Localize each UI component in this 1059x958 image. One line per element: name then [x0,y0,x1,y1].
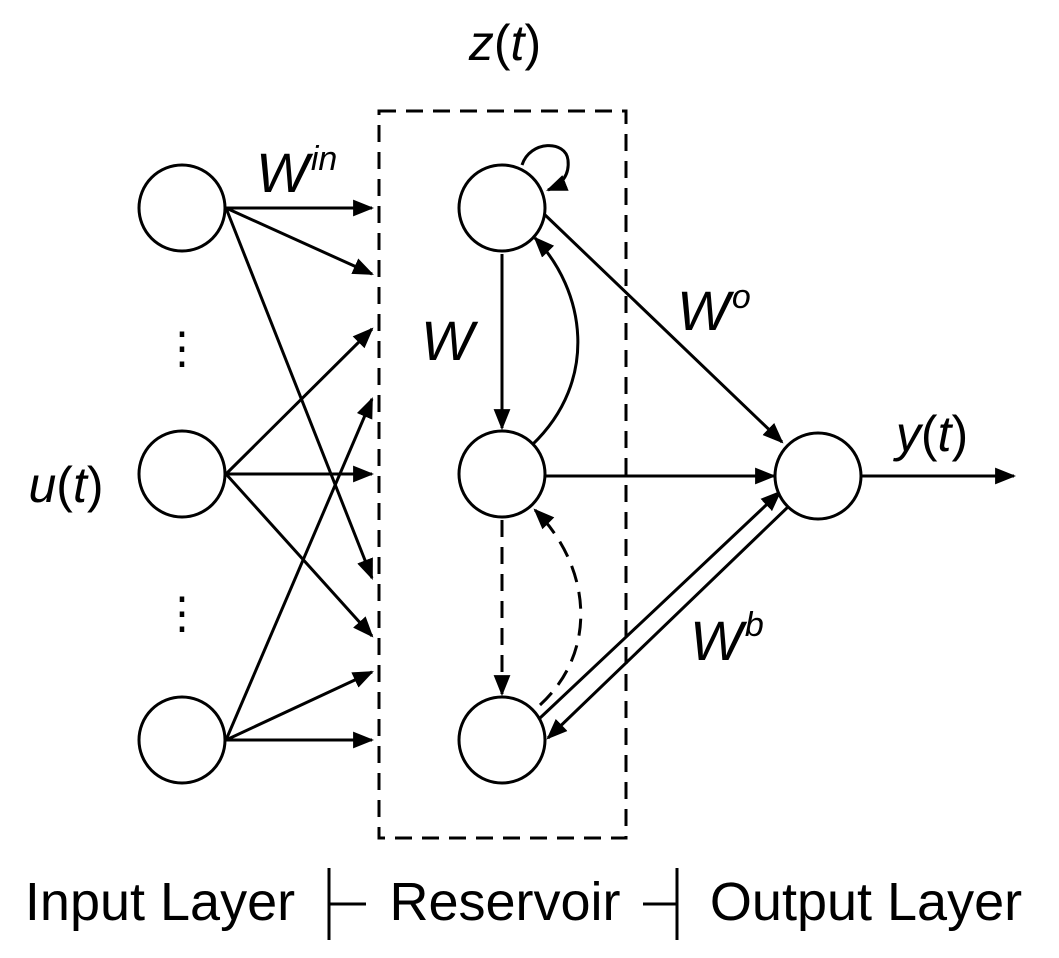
reservoir-weights-label: W [421,309,479,372]
input-edge [225,206,374,276]
input-layer-caption: Input Layer [25,872,295,932]
input-ellipsis: ⋮ [160,589,204,638]
reservoir-edge-middle-to-top [530,236,580,447]
output-signal-label: y(t) [893,406,968,462]
input-node [137,429,227,519]
output-node [773,431,863,521]
output-edge [540,210,784,444]
section-divider-left [327,868,366,940]
reservoir-node [457,429,547,519]
feedback-edge [538,490,782,720]
input-edge [224,207,374,580]
feedback-edge [546,503,792,740]
reservoir-node [457,163,547,253]
input-edge [224,472,374,638]
input-signal-label: u(t) [28,457,103,513]
reservoir-caption: Reservoir [389,872,620,932]
input-edge [225,670,374,742]
section-divider-right [643,868,679,940]
input-weights-label: Win [256,140,337,204]
reservoir-node [457,695,547,785]
reservoir-state-label: z(t) [468,15,541,71]
input-node [137,163,227,253]
input-edge [224,327,374,476]
reservoir-edge-bottom-to-middle [533,508,583,707]
feedback-weights-label: Wb [690,606,764,672]
input-ellipsis: ⋮ [160,324,204,373]
input-connections [224,199,375,749]
self-loop-arrow [520,144,570,192]
output-layer-caption: Output Layer [710,872,1022,932]
input-node [137,695,227,785]
input-edge [224,397,374,741]
output-weights-label: Wo [677,278,751,342]
